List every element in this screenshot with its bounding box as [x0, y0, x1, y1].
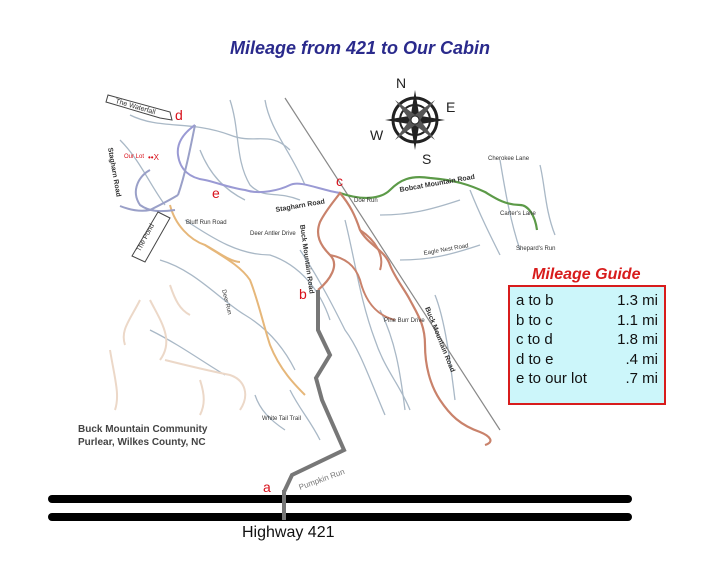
guide-miles: 1.3 mi	[617, 292, 658, 309]
community-caption: Buck Mountain Community Purlear, Wilkes …	[78, 423, 207, 449]
point-a-label: a	[263, 479, 271, 495]
guide-row: e to our lot .7 mi	[516, 369, 658, 389]
pine-burr-label: Pine Burr Drive	[384, 318, 425, 324]
waterfall-sign: The Waterfall	[105, 94, 173, 121]
map-title: Mileage from 421 to Our Cabin	[229, 38, 491, 58]
compass-rose-icon	[385, 90, 445, 150]
bluff-branch-line	[204, 244, 241, 263]
buck-branch-line	[359, 229, 383, 271]
guide-miles: .7 mi	[625, 370, 658, 387]
guide-leg: d to e	[516, 350, 554, 368]
route-a-b-line	[282, 290, 347, 493]
guide-miles: 1.1 mi	[617, 311, 658, 329]
power-line	[284, 97, 501, 431]
point-c-label: c	[336, 173, 343, 189]
shepards-run-label: Shepard's Run	[516, 246, 556, 252]
compass-w: W	[370, 127, 384, 143]
buck-mountain-road-label-2: Buck Mountain Road	[423, 306, 456, 373]
community-line-1: Buck Mountain Community	[78, 424, 208, 435]
deer-run-label: Deer Run	[220, 289, 232, 315]
stagharn-road-line	[134, 169, 176, 213]
bluff-run-road-line	[169, 204, 306, 396]
cherokee-lane-label: Cherokee Lane	[488, 156, 530, 162]
community-line-2: Purlear, Wilkes County, NC	[78, 437, 206, 448]
our-lot-marker-icon: ••X	[148, 153, 160, 162]
guide-leg: e to our lot	[516, 370, 587, 387]
point-b-label: b	[299, 286, 307, 302]
guide-row: d to e .4 mi	[516, 350, 658, 370]
guide-miles: 1.8 mi	[617, 331, 658, 348]
route-b-c-line	[316, 191, 492, 447]
buck-mountain-road-label: Buck Mountain Road	[298, 224, 315, 294]
pond-sign: The Pond	[131, 211, 171, 263]
guide-row: a to b 1.3 mi	[516, 291, 658, 311]
deer-sketch	[109, 284, 247, 416]
white-tail-label: White Tail Trail	[262, 416, 301, 422]
compass-e: E	[446, 99, 455, 115]
route-c-d-line	[176, 124, 341, 194]
route-e-lot-line	[119, 194, 179, 212]
highway-label: Highway 421	[242, 524, 335, 541]
buck-loop-inner-line	[329, 254, 396, 321]
compass-s: S	[422, 151, 431, 167]
point-d-label: d	[175, 107, 183, 123]
carters-lane-label: Carter's Lane	[500, 211, 536, 217]
point-e-label: e	[212, 185, 220, 201]
compass-n: N	[396, 75, 406, 91]
our-lot-label: Our Lot	[124, 154, 144, 160]
guide-leg: a to b	[516, 292, 554, 309]
guide-leg: c to d	[516, 331, 553, 348]
route-d-e-line	[177, 124, 196, 196]
guide-row: c to d 1.8 mi	[516, 330, 658, 350]
mileage-guide-box: a to b 1.3 mi b to c 1.1 mi c to d 1.8 m…	[508, 285, 666, 405]
mileage-guide-title: Mileage Guide	[532, 266, 641, 283]
bluff-run-label: Bluff Run Road	[186, 220, 227, 226]
doe-run-label: Doe Run	[354, 198, 378, 204]
streams	[119, 99, 556, 441]
guide-leg: b to c	[516, 311, 553, 329]
deer-antler-label: Deer Antler Drive	[250, 231, 296, 237]
bobcat-mountain-road-line	[339, 176, 539, 231]
stagharn-road-label-2: Stagharn Road	[275, 198, 325, 214]
waterfall-label: The Waterfall	[114, 98, 156, 116]
stagharn-road-label: Stagharn Road	[106, 147, 122, 197]
guide-miles: .4 mi	[625, 350, 658, 368]
guide-row: b to c 1.1 mi	[516, 311, 658, 331]
